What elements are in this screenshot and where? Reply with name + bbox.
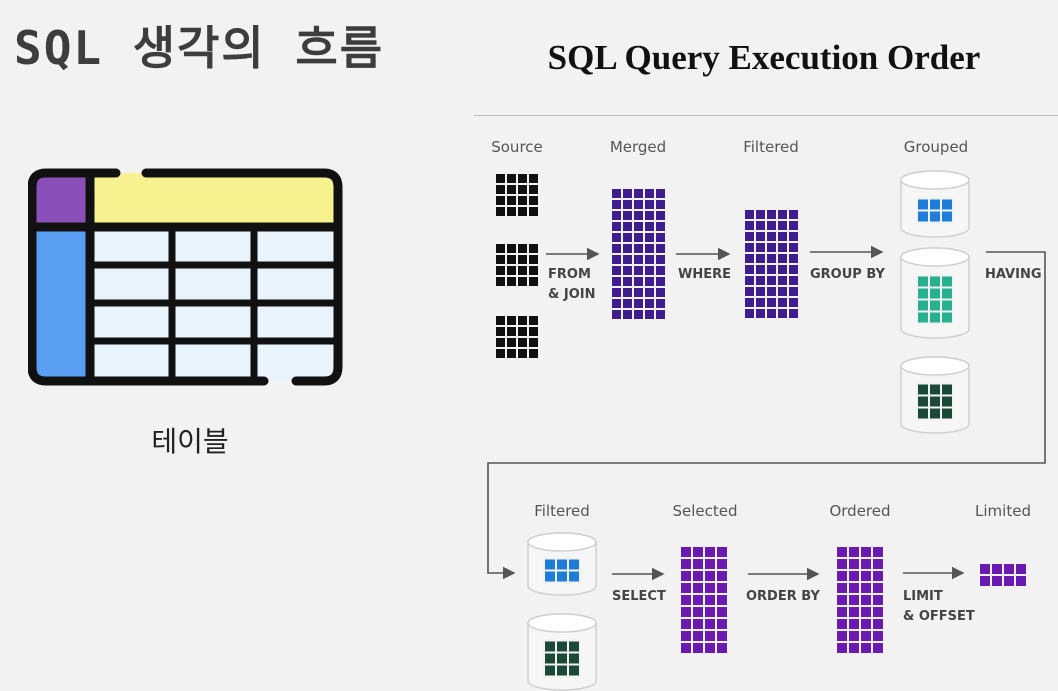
op-having: HAVING [985, 267, 1042, 282]
stage-filtered-label: Filtered [743, 138, 799, 156]
stage-limited-label: Limited [975, 502, 1031, 520]
selected-table [679, 545, 729, 655]
diagram-title: SQL Query Execution Order [547, 38, 981, 77]
op-where: WHERE [678, 267, 731, 282]
stage-filtered2-label: Filtered [534, 502, 590, 520]
title-divider [474, 115, 1058, 116]
op-join-label: & JOIN [548, 287, 596, 302]
grouped-cylinder-blue-grid [916, 197, 954, 224]
op-from-join: FROM & JOIN [548, 265, 595, 305]
filtered-cylinder-blue-grid [543, 557, 581, 584]
op-group-by: GROUP BY [810, 267, 885, 282]
limited-table [978, 562, 1028, 588]
op-from-label: FROM [548, 267, 591, 282]
grouped-cylinder-dark-grid [916, 382, 954, 421]
filtered-cylinder-dark-grid [543, 639, 581, 678]
op-limit-offset: LIMIT & OFFSET [903, 587, 975, 627]
source-table-2 [494, 242, 540, 288]
source-table-3 [494, 314, 540, 360]
arrow-having [487, 251, 1046, 580]
op-offset-label: & OFFSET [903, 609, 975, 624]
table-icon [28, 168, 343, 386]
op-order-by: ORDER BY [746, 589, 820, 604]
stage-ordered-label: Ordered [829, 502, 891, 520]
op-select: SELECT [612, 589, 666, 604]
table-caption: 테이블 [151, 425, 229, 458]
filtered-table [743, 208, 800, 320]
stage-merged-label: Merged [609, 138, 667, 156]
stage-source-label: Source [491, 138, 543, 156]
merged-table [610, 187, 667, 321]
grouped-cylinder-teal-grid [916, 274, 954, 325]
source-table-1 [494, 172, 540, 218]
stage-grouped-label: Grouped [903, 138, 969, 156]
op-limit-label: LIMIT [903, 589, 943, 604]
slide-title: SQL 생각의 흐름 [14, 21, 385, 75]
ordered-table [835, 545, 885, 655]
stage-selected-label: Selected [672, 502, 738, 520]
